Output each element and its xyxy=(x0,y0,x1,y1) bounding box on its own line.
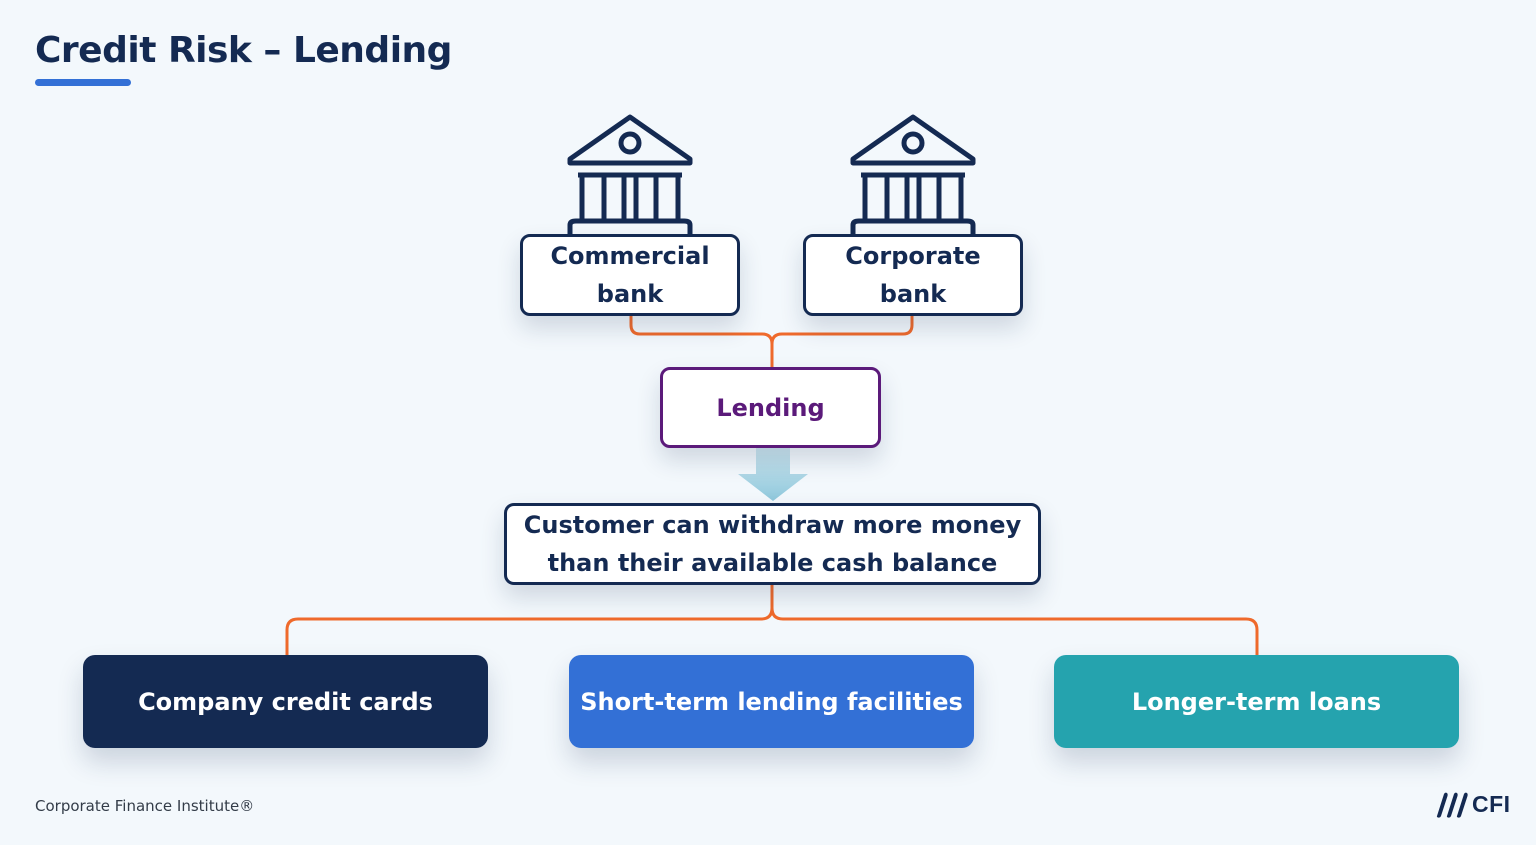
bank-building-icon xyxy=(567,114,693,234)
short-term-lending-label: Short-term lending facilities xyxy=(580,687,963,716)
page-title: Credit Risk – Lending xyxy=(35,30,452,71)
bank-building-icon xyxy=(850,114,976,234)
connector-banks-to-lending xyxy=(629,316,774,367)
title-underline xyxy=(35,79,131,86)
cfi-logo: CFI xyxy=(1432,791,1511,818)
footer-credit: Corporate Finance Institute® xyxy=(35,797,255,815)
corporate-bank-box: Corporate bank xyxy=(803,234,1023,316)
longer-term-loans-box: Longer-term loans xyxy=(1054,655,1459,748)
company-credit-cards-label: Company credit cards xyxy=(138,687,433,716)
lending-box: Lending xyxy=(660,367,881,448)
cfi-stripes-icon xyxy=(1436,792,1468,818)
longer-term-loans-label: Longer-term loans xyxy=(1131,687,1382,716)
cfi-logo-text: CFI xyxy=(1472,791,1511,817)
down-arrow-icon xyxy=(738,448,808,501)
commercial-bank-box: Commercial bank xyxy=(520,234,740,316)
connector-customer-to-categories xyxy=(285,585,774,655)
company-credit-cards-box: Company credit cards xyxy=(83,655,488,748)
corporate-bank-label: Corporate bank xyxy=(845,242,981,308)
connector-customer-to-categories-right xyxy=(770,607,1259,655)
connector-banks-to-lending-right xyxy=(770,316,914,345)
lending-label: Lending xyxy=(716,393,825,422)
short-term-lending-box: Short-term lending facilities xyxy=(569,655,974,748)
commercial-bank-label: Commercial bank xyxy=(550,242,710,308)
customer-description-box: Customer can withdraw more money than th… xyxy=(504,503,1041,585)
